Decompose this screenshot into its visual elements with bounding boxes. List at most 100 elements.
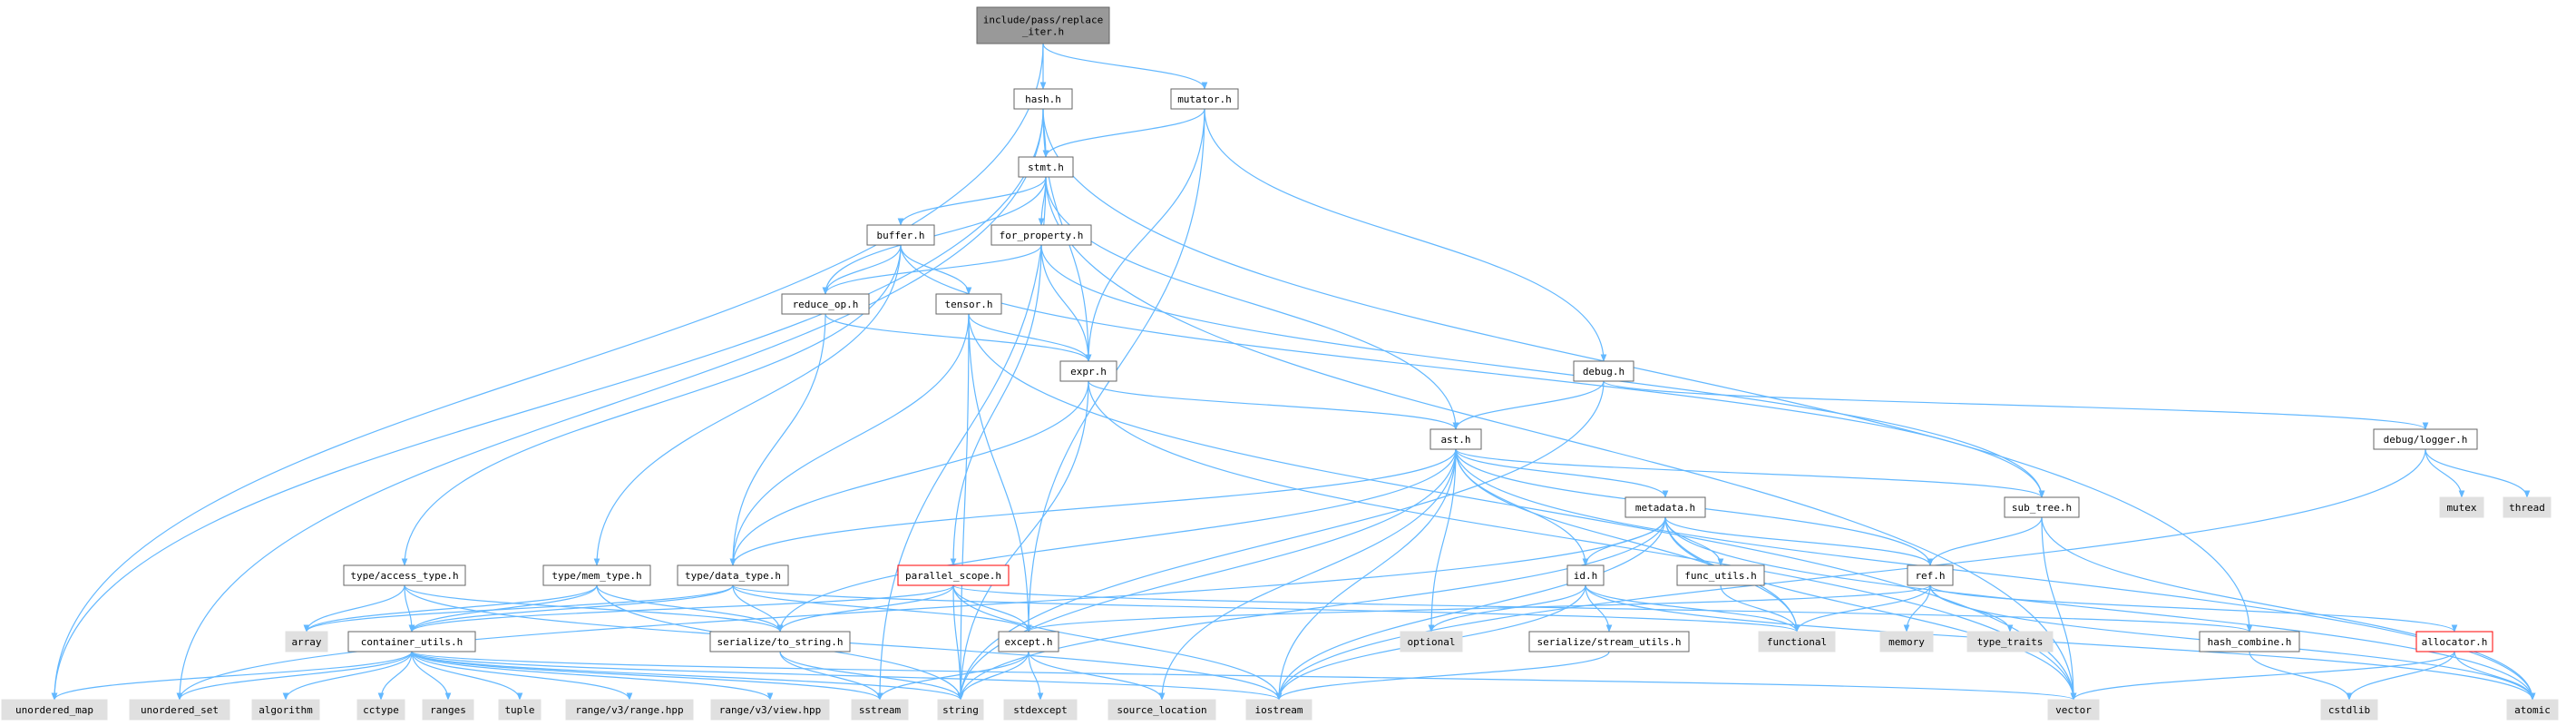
node-parallel-scope[interactable]: parallel_scope.h: [897, 564, 1010, 586]
node-allocator[interactable]: allocator.h: [2415, 631, 2493, 652]
edge-buffer-to-type_mem: [593, 244, 902, 566]
edge-container_utils-to-cctype: [377, 651, 413, 701]
node-sub-tree[interactable]: sub_tree.h: [2004, 496, 2080, 518]
dependency-edges: [51, 43, 2536, 701]
node-label: memory: [1888, 636, 1925, 648]
edge-tensor-to-vector: [968, 313, 2077, 701]
node-array: array: [285, 631, 328, 652]
node-box: [1566, 564, 1605, 586]
node-container-utils[interactable]: container_utils.h: [347, 631, 476, 652]
node-box: [1170, 88, 1239, 110]
node-label: container_utils.h: [361, 636, 463, 648]
node-except[interactable]: except.h: [998, 631, 1059, 652]
edge-type_access-to-array: [303, 584, 405, 633]
node-ref[interactable]: ref.h: [1907, 564, 1954, 586]
node-label: algorithm: [259, 704, 313, 716]
node-cctype: cctype: [356, 699, 405, 721]
edge-type_data-to-except: [732, 584, 1032, 633]
node-box: [1758, 631, 1836, 652]
node-label: stmt.h: [1028, 162, 1064, 173]
node-box: [1059, 360, 1117, 382]
edge-sub_tree-to-ref: [1927, 516, 2043, 566]
edge-type_mem-to-container_utils: [408, 584, 598, 633]
node-box: [2320, 699, 2378, 721]
node-box: [976, 6, 1110, 44]
node-box: [1966, 631, 2054, 652]
node-for-property[interactable]: for_property.h: [990, 224, 1092, 246]
edge-stmt-to-ast: [1045, 176, 1459, 430]
edge-reduce_op-to-type_data: [729, 313, 826, 566]
edge-debug_logger-to-iostream: [1275, 448, 2426, 701]
edge-hash-to-unordered_map: [51, 108, 1044, 701]
node-box: [1018, 156, 1074, 178]
edge-type_access-to-container_utils: [404, 584, 415, 633]
edge-for_property-to-sub_tree: [1040, 244, 2045, 498]
node-label: metadata.h: [1635, 502, 1695, 514]
node-unordered-map: unordered_map: [1, 699, 108, 721]
node-type-data[interactable]: type/data_type.h: [677, 564, 789, 586]
node-label: cctype: [363, 704, 399, 716]
edge-ast-to-string: [957, 448, 1457, 701]
node-box: [2439, 496, 2484, 518]
node-id[interactable]: id.h: [1566, 564, 1605, 586]
node-box: [251, 699, 320, 721]
node-debug[interactable]: debug.h: [1573, 360, 1634, 382]
node-ranges: ranges: [422, 699, 474, 721]
node-serialize-to-string[interactable]: serialize/to_string.h: [709, 631, 851, 652]
node-box: [343, 564, 466, 586]
edge-root-to-mutator: [1042, 43, 1208, 90]
node-func-utils[interactable]: func_utils.h: [1676, 564, 1765, 586]
node-box: [2506, 699, 2559, 721]
node-stmt[interactable]: stmt.h: [1018, 156, 1074, 178]
edge-parallel_scope-to-iostream: [952, 584, 1283, 701]
node-range-v3-range: range/v3/range.hpp: [565, 699, 694, 721]
node-mutex: mutex: [2439, 496, 2484, 518]
node-box: [1245, 699, 1312, 721]
edge-expr-to-type_data: [729, 380, 1089, 566]
edge-except-to-source_location: [1028, 651, 1166, 701]
edge-sub_tree-to-vector: [2041, 516, 2077, 701]
file-nodes: include/pass/replace_iter.h hash.h mutator…: [1, 6, 2559, 721]
node-box: [709, 631, 851, 652]
node-expr[interactable]: expr.h: [1059, 360, 1117, 382]
node-tensor[interactable]: tensor.h: [935, 293, 1002, 315]
node-type-access[interactable]: type/access_type.h: [343, 564, 466, 586]
node-hash-combine[interactable]: hash_combine.h: [2199, 631, 2300, 652]
edge-container_utils-to-unordered_set: [176, 651, 413, 701]
edge-allocator-to-vector: [2070, 651, 2455, 701]
node-label: source_location: [1117, 704, 1206, 716]
edge-debug-to-ast: [1452, 380, 1605, 430]
edge-buffer-to-reduce_op: [822, 244, 902, 295]
node-root[interactable]: include/pass/replace_iter.h: [976, 6, 1110, 44]
node-type-mem[interactable]: type/mem_type.h: [542, 564, 651, 586]
node-label: type/data_type.h: [685, 570, 781, 582]
edge-debug-to-debug_logger: [1603, 380, 2429, 430]
node-label: debug/logger.h: [2384, 434, 2468, 446]
node-label: thread: [2509, 502, 2545, 514]
node-label: type_traits: [1977, 636, 2044, 648]
node-label: debug.h: [1583, 366, 1625, 378]
edge-id-to-atomic: [1585, 584, 2536, 701]
node-label: type/access_type.h: [350, 570, 458, 582]
node-box: [1907, 564, 1954, 586]
node-metadata[interactable]: metadata.h: [1625, 496, 1706, 518]
node-hash[interactable]: hash.h: [1013, 88, 1073, 110]
node-box: [2373, 428, 2478, 450]
edge-type_access-to-serialize_to_string: [404, 584, 784, 633]
node-string: string: [937, 699, 984, 721]
node-box: [710, 699, 830, 721]
node-debug-logger[interactable]: debug/logger.h: [2373, 428, 2478, 450]
edge-for_property-to-expr: [1040, 244, 1092, 362]
node-serialize-stream-utils[interactable]: serialize/stream_utils.h: [1528, 631, 1690, 652]
edge-container_utils-to-vector: [411, 651, 2076, 701]
node-buffer[interactable]: buffer.h: [866, 224, 935, 246]
edge-stmt-to-buffer: [897, 176, 1047, 226]
edge-tensor-to-string: [957, 313, 970, 701]
node-stdexcept: stdexcept: [1003, 699, 1078, 721]
node-mutator[interactable]: mutator.h: [1170, 88, 1239, 110]
node-reduce-op[interactable]: reduce_op.h: [781, 293, 870, 315]
node-label: functional: [1767, 636, 1827, 648]
node-ast[interactable]: ast.h: [1429, 428, 1482, 450]
node-label: ast.h: [1440, 434, 1470, 446]
edge-for_property-to-parallel_scope: [950, 244, 1042, 566]
